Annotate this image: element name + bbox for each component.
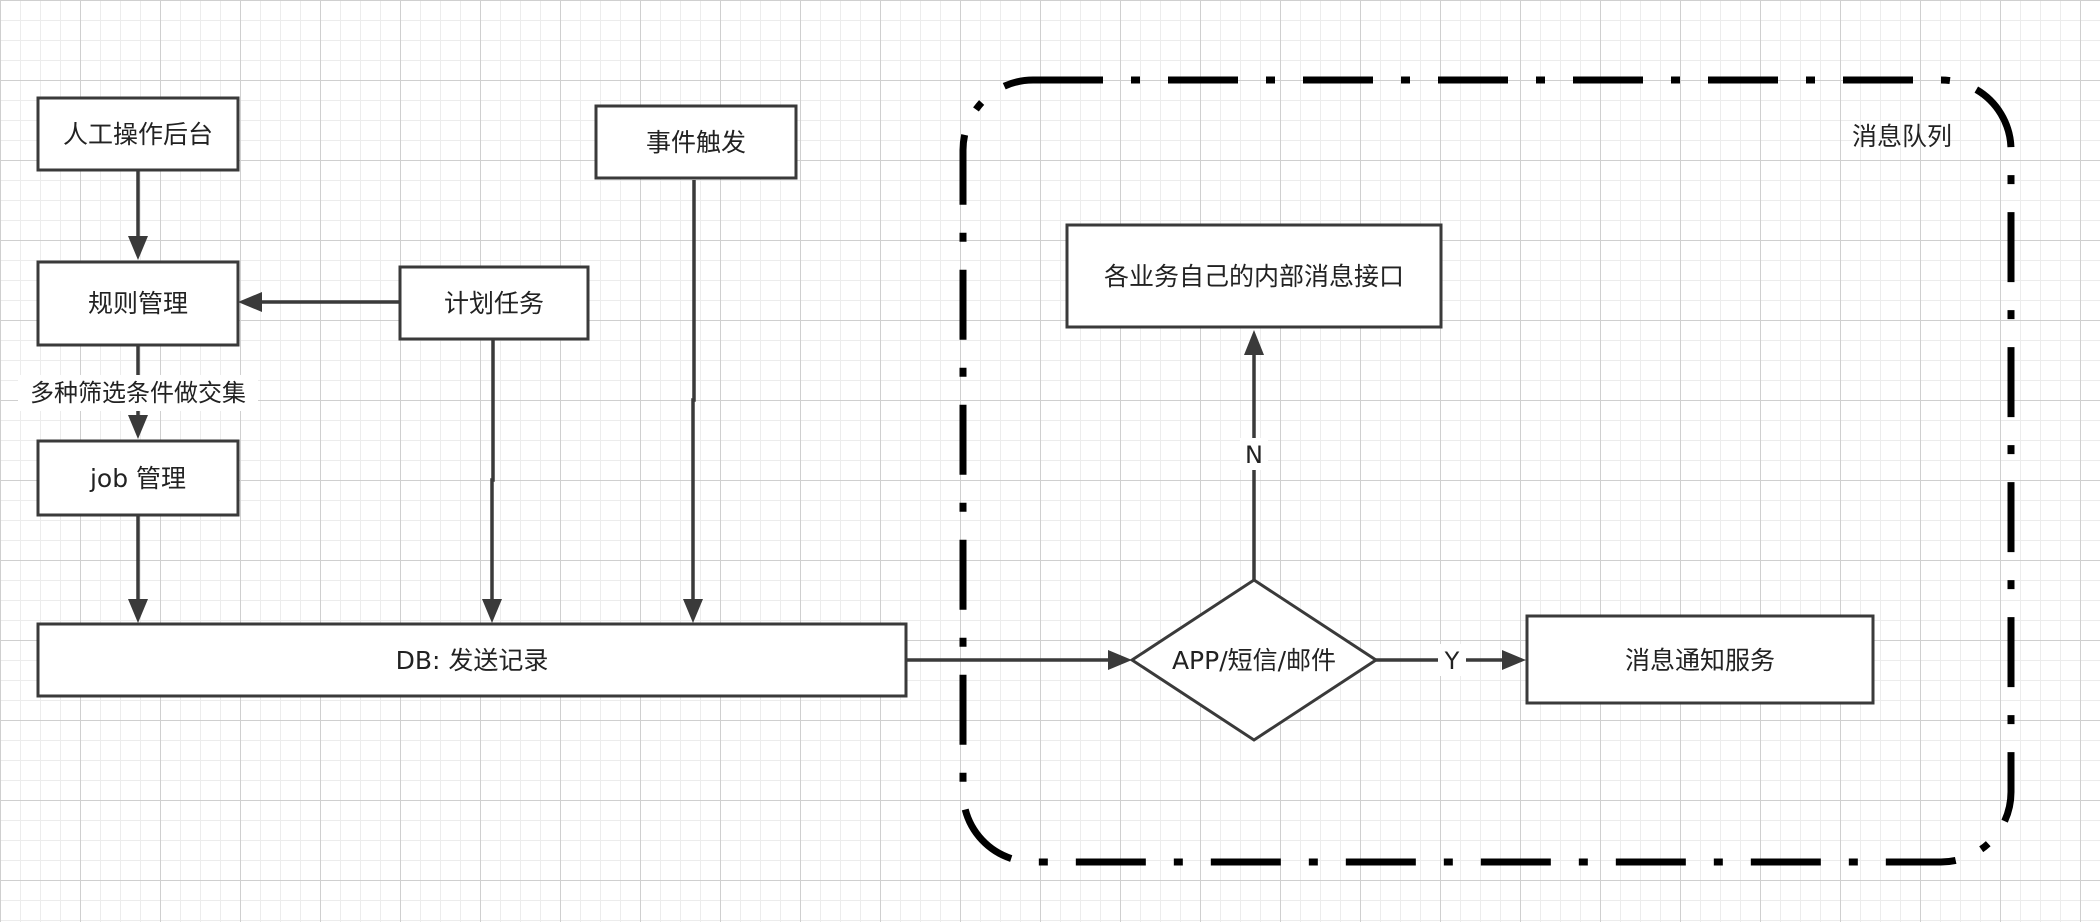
edge-event-to-db: [683, 180, 703, 623]
node-internal-message-api-label: 各业务自己的内部消息接口: [1104, 262, 1404, 291]
node-job-management-label: job 管理: [89, 464, 186, 493]
node-notify-service[interactable]: 消息通知服务: [1525, 614, 1875, 705]
arrowhead-icon: [683, 599, 703, 623]
message-queue-container-border: [959, 76, 2015, 866]
edge-rule-to-job: 多种筛选条件做交集: [18, 345, 258, 439]
arrowhead-icon: [1108, 650, 1132, 670]
edge-decision-to-internal: N: [1240, 330, 1268, 580]
node-db-send-record[interactable]: DB: 发送记录: [36, 622, 908, 698]
node-manual-backend[interactable]: 人工操作后台: [36, 96, 240, 172]
node-channel-decision[interactable]: APP/短信/邮件: [1129, 578, 1379, 742]
node-db-send-record-label: DB: 发送记录: [396, 646, 549, 675]
node-event-trigger[interactable]: 事件触发: [594, 104, 798, 180]
edge-db-to-decision: [906, 650, 1132, 670]
message-queue-container: 消息队列: [959, 76, 2015, 866]
arrowhead-icon: [1244, 330, 1264, 355]
arrowhead-icon: [482, 599, 502, 623]
message-queue-container-label: 消息队列: [1852, 122, 1952, 151]
nodes: 人工操作后台 规则管理 计划任务 事件触发 job 管理 DB: 发送记录 AP…: [36, 96, 1875, 742]
arrowhead-icon: [128, 599, 148, 623]
edge-task-to-db: [482, 340, 502, 623]
node-scheduled-task-label: 计划任务: [444, 289, 544, 318]
node-internal-message-api[interactable]: 各业务自己的内部消息接口: [1065, 223, 1443, 329]
node-notify-service-label: 消息通知服务: [1625, 646, 1775, 675]
node-job-management[interactable]: job 管理: [36, 439, 240, 517]
arrowhead-icon: [128, 236, 148, 260]
node-scheduled-task[interactable]: 计划任务: [398, 265, 590, 341]
arrowhead-icon: [238, 292, 262, 312]
node-channel-decision-label: APP/短信/邮件: [1172, 646, 1336, 675]
edge-job-to-db: [128, 515, 148, 623]
edge-label-filter-intersection: 多种筛选条件做交集: [30, 379, 246, 407]
node-event-trigger-label: 事件触发: [646, 128, 746, 157]
edge-manual-to-rule: [128, 170, 148, 260]
edge-decision-to-notify: Y: [1376, 644, 1526, 676]
edge-label-no: N: [1245, 441, 1263, 469]
node-rule-management-label: 规则管理: [88, 289, 188, 318]
node-rule-management[interactable]: 规则管理: [36, 260, 240, 347]
node-manual-backend-label: 人工操作后台: [63, 120, 213, 149]
edges: 多种筛选条件做交集 N: [18, 170, 1526, 676]
edge-label-yes: Y: [1444, 647, 1460, 675]
arrowhead-icon: [128, 415, 148, 439]
edge-task-to-rule: [238, 292, 400, 312]
arrowhead-icon: [1502, 650, 1526, 670]
